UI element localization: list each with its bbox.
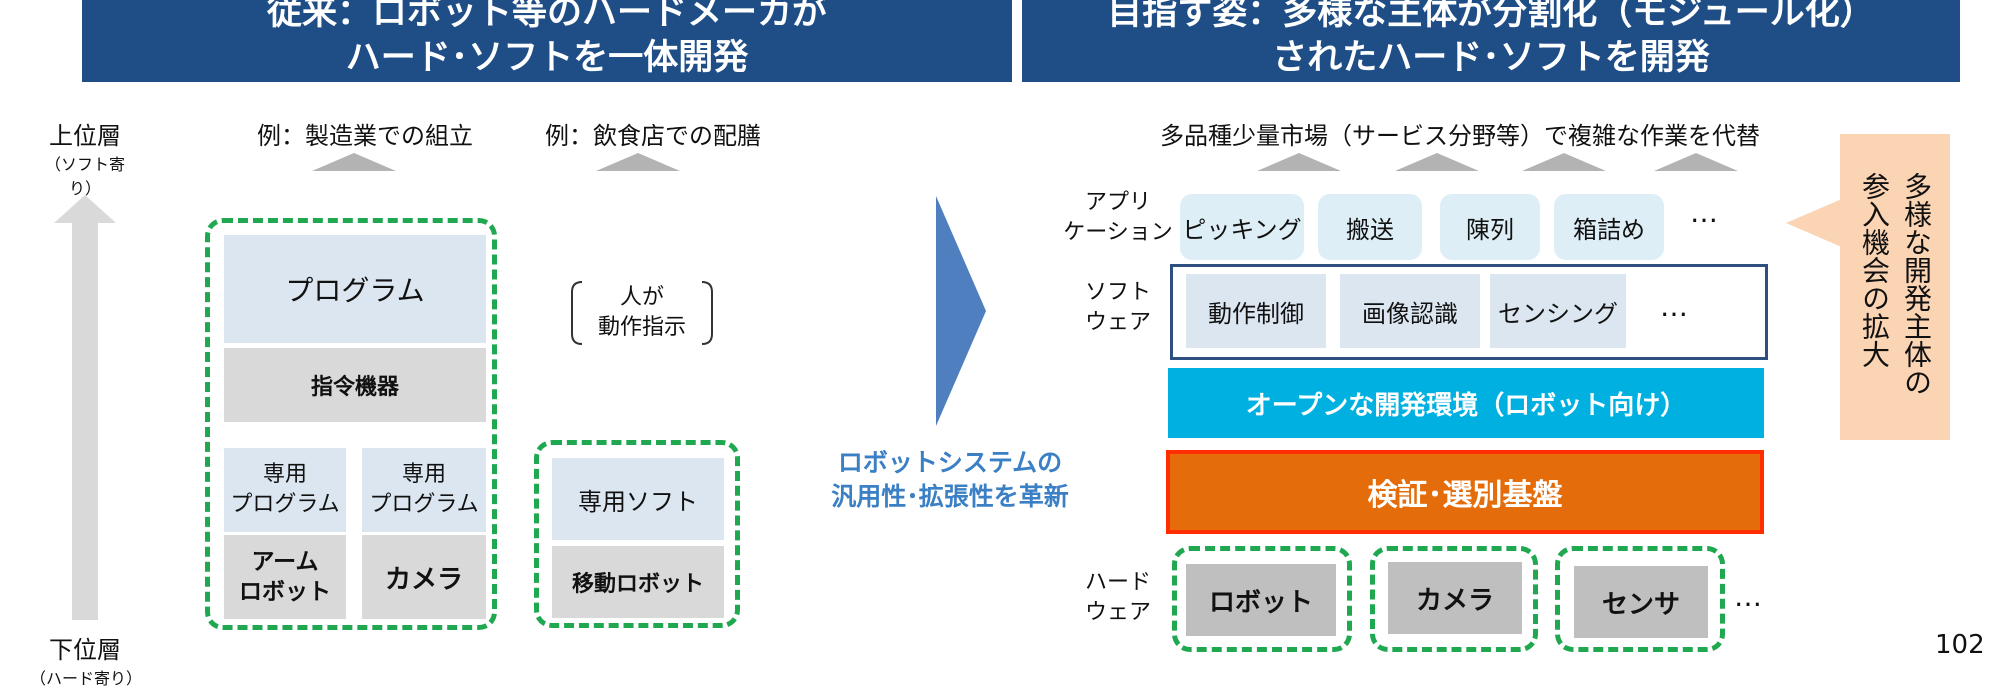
- app-picking: ピッキング: [1180, 194, 1304, 260]
- integrated-system-group: [205, 218, 497, 630]
- software-frame: [1170, 264, 1768, 360]
- example-serving: 例：飲食店での配膳: [545, 122, 761, 150]
- left-banner-line1: 従来：ロボット等のハードメーカが: [266, 0, 827, 33]
- app-transport: 搬送: [1318, 194, 1422, 260]
- apps-more: …: [1690, 196, 1718, 229]
- app-display: 陳列: [1440, 194, 1540, 260]
- right-banner: 目指す姿：多様な主体が分割化（モジュール化） されたハード･ソフトを開発: [1022, 0, 1960, 82]
- program-box: プログラム: [224, 235, 486, 343]
- soft-image-recognition: 画像認識: [1340, 274, 1480, 348]
- hard-camera: カメラ: [1388, 562, 1522, 634]
- bracket-left-icon: [571, 281, 583, 345]
- dedicated-soft-box: 専用ソフト: [552, 458, 724, 540]
- hardware-sensor-group: [1555, 546, 1725, 652]
- app-boxing: 箱詰め: [1554, 194, 1664, 260]
- hard-sensor: センサ: [1574, 566, 1708, 638]
- callout-pointer-icon: [1786, 198, 1844, 248]
- target-market-caption: 多品種少量市場（サービス分野等）で複雑な作業を代替: [1160, 122, 1760, 150]
- example-serving-arrow-icon: [596, 153, 680, 171]
- innovation-caption: ロボットシステムの 汎用性･拡張性を革新: [831, 448, 1069, 511]
- dedicated-program-arm: 専用 プログラム: [224, 448, 346, 532]
- hardware-robot-group: [1172, 546, 1352, 652]
- hards-more: …: [1734, 580, 1762, 613]
- right-banner-line1: 目指す姿：多様な主体が分割化（モジュール化）: [1107, 0, 1875, 33]
- hard-robot: ロボット: [1186, 564, 1336, 636]
- app-arrow-3-icon: [1522, 153, 1606, 171]
- open-dev-environment: オープンな開発環境（ロボット向け）: [1168, 368, 1764, 438]
- camera-box: カメラ: [362, 535, 486, 619]
- arm-robot-box: アーム ロボット: [224, 535, 346, 619]
- mobile-robot-box: 移動ロボット: [552, 546, 724, 618]
- example-assembly: 例：製造業での組立: [257, 122, 473, 150]
- app-arrow-4-icon: [1654, 153, 1738, 171]
- left-banner: 従来：ロボット等のハードメーカが ハード･ソフトを一体開発: [82, 0, 1012, 82]
- callout-col1: 多様な開発主体の: [1900, 172, 1933, 396]
- verification-platform: 検証･選別基盤: [1166, 450, 1764, 534]
- app-arrow-2-icon: [1395, 153, 1479, 171]
- label-application: アプリ ケーション: [1063, 190, 1173, 245]
- transition-arrow-icon: [936, 196, 986, 426]
- left-banner-line2: ハード･ソフトを一体開発: [345, 38, 749, 78]
- dedicated-program-camera: 専用 プログラム: [362, 448, 486, 532]
- soft-motion-control: 動作制御: [1186, 274, 1326, 348]
- bracket-right-icon: [701, 281, 713, 345]
- label-software: ソフト ウェア: [1084, 280, 1151, 335]
- soft-sensing: センシング: [1490, 274, 1626, 348]
- upper-layer-label: 上位層 （ソフト寄り）: [44, 122, 125, 198]
- example-assembly-arrow-icon: [312, 153, 396, 171]
- label-hardware: ハード ウェア: [1084, 570, 1151, 625]
- right-banner-line2: されたハード･ソフトを開発: [1272, 38, 1710, 78]
- hardware-camera-group: [1370, 546, 1538, 652]
- mobile-robot-group: [534, 440, 740, 628]
- layer-axis-arrow-icon: [54, 195, 116, 620]
- human-instruction-note: 人が 動作指示: [597, 285, 686, 340]
- page-number: 102: [1935, 630, 1985, 660]
- command-device-box: 指令機器: [224, 348, 486, 422]
- softs-more: …: [1660, 290, 1688, 323]
- callout-col2: 参入機会の拡大: [1858, 172, 1891, 368]
- opportunity-callout: 多様な開発主体の 参入機会の拡大: [1840, 134, 1950, 440]
- app-arrow-1-icon: [1257, 153, 1341, 171]
- lower-layer-label: 下位層 （ハード寄り）: [30, 636, 143, 688]
